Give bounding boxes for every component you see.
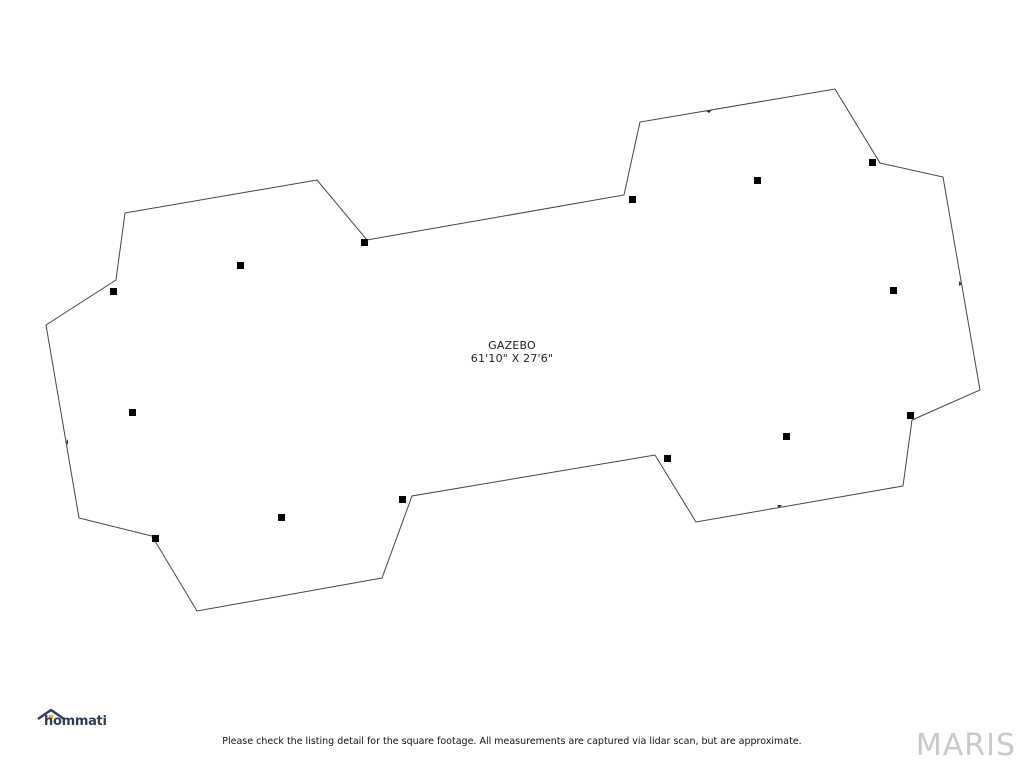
- room-name: GAZEBO: [488, 339, 536, 352]
- post-marker: [129, 409, 136, 416]
- room-label: GAZEBO 61'10" X 27'6": [412, 339, 612, 365]
- maris-watermark: MARIS: [915, 728, 1016, 763]
- hommati-logo: hommati: [36, 703, 107, 729]
- post-marker: [890, 287, 897, 294]
- wall-tick: [777, 505, 782, 508]
- post-marker: [629, 196, 636, 203]
- logo-wordmark: hommati: [44, 714, 107, 729]
- post-marker: [869, 159, 876, 166]
- footer-disclaimer: Please check the listing detail for the …: [222, 736, 802, 747]
- gazebo-outline: [45, 88, 981, 612]
- post-marker: [754, 177, 761, 184]
- wall-tick: [706, 110, 712, 113]
- wall-tick: [959, 281, 962, 286]
- wall-tick: [66, 439, 68, 445]
- post-marker: [907, 412, 914, 419]
- post-marker: [361, 239, 368, 246]
- post-marker: [399, 496, 406, 503]
- post-marker: [237, 262, 244, 269]
- post-marker: [152, 535, 159, 542]
- post-marker: [783, 433, 790, 440]
- post-marker: [110, 288, 117, 295]
- post-marker: [278, 514, 285, 521]
- wall-tick-marks: [66, 110, 962, 508]
- house-roof-icon: [37, 708, 65, 720]
- post-marker: [664, 455, 671, 462]
- post-markers: [110, 159, 914, 542]
- room-dimensions: 61'10" X 27'6": [470, 352, 554, 365]
